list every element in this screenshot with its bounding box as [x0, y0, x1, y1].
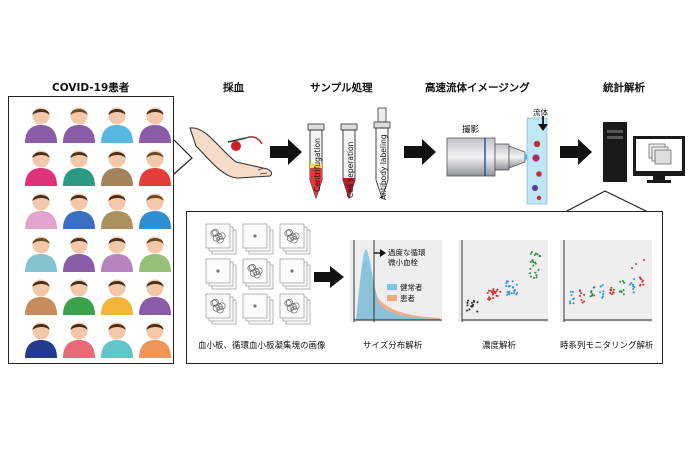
patient-icon — [139, 322, 171, 358]
arrow-images-to-analysis — [314, 266, 344, 288]
patient-icon — [25, 193, 57, 229]
header-statistics: 統計解析 — [603, 82, 645, 94]
caption-size-distribution: サイズ分布解析 — [363, 341, 423, 351]
patient-icon — [63, 322, 95, 358]
platelet-aggregate-icon — [284, 228, 300, 244]
header-patients: COVID-19患者 — [52, 82, 130, 94]
patient-icon — [25, 236, 57, 272]
patient-icon — [101, 279, 133, 315]
patient-icon — [101, 322, 133, 358]
header-sample-processing: サンプル処理 — [310, 82, 373, 94]
patient-icon — [25, 279, 57, 315]
platelet-dot-icon — [253, 304, 257, 308]
flow-label: 流体 — [533, 108, 548, 117]
patient-icon — [25, 150, 57, 186]
patient-icon — [25, 107, 57, 143]
patient-icon — [25, 322, 57, 358]
patient-icon — [139, 150, 171, 186]
platelet-dot-icon — [290, 269, 294, 273]
platelet-dot-icon — [253, 234, 257, 238]
imaging-capture-label: 撮影 — [462, 125, 480, 135]
arrow-imaging-to-stats — [560, 139, 592, 165]
platelet-aggregate-icon — [210, 228, 226, 244]
flow-channel — [526, 117, 548, 205]
caption-concentration: 濃度解析 — [482, 341, 517, 351]
patient-icon — [101, 150, 133, 186]
tube-cell-separation — [340, 123, 358, 200]
platelet-aggregate-icon — [210, 298, 226, 314]
platelet-aggregate-icon — [247, 263, 263, 279]
patient-icon — [63, 279, 95, 315]
patient-icon — [63, 236, 95, 272]
patient-icon — [63, 107, 95, 143]
patient-icon — [101, 193, 133, 229]
size-distribution-chart — [350, 240, 442, 322]
size-chart-legend-patient: 患者 — [400, 294, 415, 303]
concentration-scatter-chart — [458, 240, 548, 322]
patient-icon — [101, 107, 133, 143]
arrow-blood-to-sample — [270, 139, 302, 165]
caption-time-series: 時系列モニタリング解析 — [560, 341, 654, 351]
patient-icon — [139, 193, 171, 229]
patient-icon — [139, 236, 171, 272]
patients-box — [8, 96, 174, 364]
computer-illustration — [603, 122, 685, 183]
header-imaging: 高速流体イメージング — [425, 82, 530, 94]
platelet-aggregate-icon — [284, 298, 300, 314]
header-blood-draw: 採血 — [223, 82, 244, 94]
tube-centrifugation — [307, 123, 325, 200]
patient-icon — [63, 193, 95, 229]
time-series-scatter-chart — [560, 240, 652, 322]
patient-icon — [101, 236, 133, 272]
size-chart-annotation-line2: 微小血栓 — [388, 258, 418, 267]
platelet-image-stacks — [205, 223, 311, 325]
size-chart-annotation-line1: 過度な循環 — [388, 248, 426, 257]
patient-icon — [139, 107, 171, 143]
platelet-dot-icon — [216, 269, 220, 273]
arm-blood-draw-illustration — [189, 127, 273, 179]
objective-lens-illustration — [446, 137, 533, 177]
flow-direction-arrow — [538, 116, 548, 131]
caption-platelet-images: 血小板、循環血小板凝集塊の画像 — [198, 341, 326, 351]
patient-icon — [63, 150, 95, 186]
tube-antibody-labeling — [373, 107, 391, 200]
patient-icon — [139, 279, 171, 315]
arrow-sample-to-imaging — [404, 139, 436, 165]
size-chart-legend-healthy: 健常者 — [400, 283, 423, 292]
